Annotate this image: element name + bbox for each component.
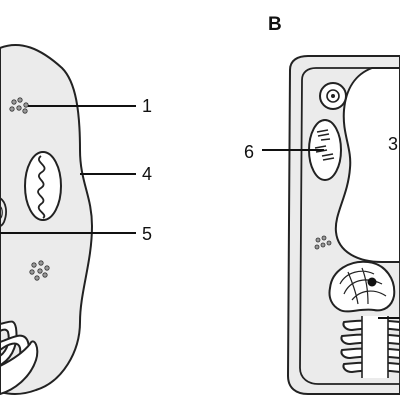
golgi-apparatus-a [0,320,39,396]
label-3: 3 [388,134,398,154]
panel-a-animal-cell [0,43,94,396]
nucleus [328,260,396,313]
ribosome-cluster-b [314,235,332,250]
labels: 1 4 5 6 3 [142,96,398,244]
nucleus-small [319,82,347,110]
chloroplast [308,119,342,181]
leader-lines [0,105,400,319]
partial-organelle-left [0,197,7,227]
panel-b-title: B [268,14,282,35]
mitochondrion [24,151,62,221]
label-5: 5 [142,224,152,244]
label-1: 1 [142,96,152,116]
central-vacuole [334,67,400,263]
panel-b-plant-cell: B [268,14,400,395]
ribosome-cluster-upper [9,97,29,114]
label-6: 6 [244,142,254,162]
ribosome-cluster-lower [29,260,50,281]
label-4: 4 [142,164,152,184]
golgi-channel [362,316,388,378]
